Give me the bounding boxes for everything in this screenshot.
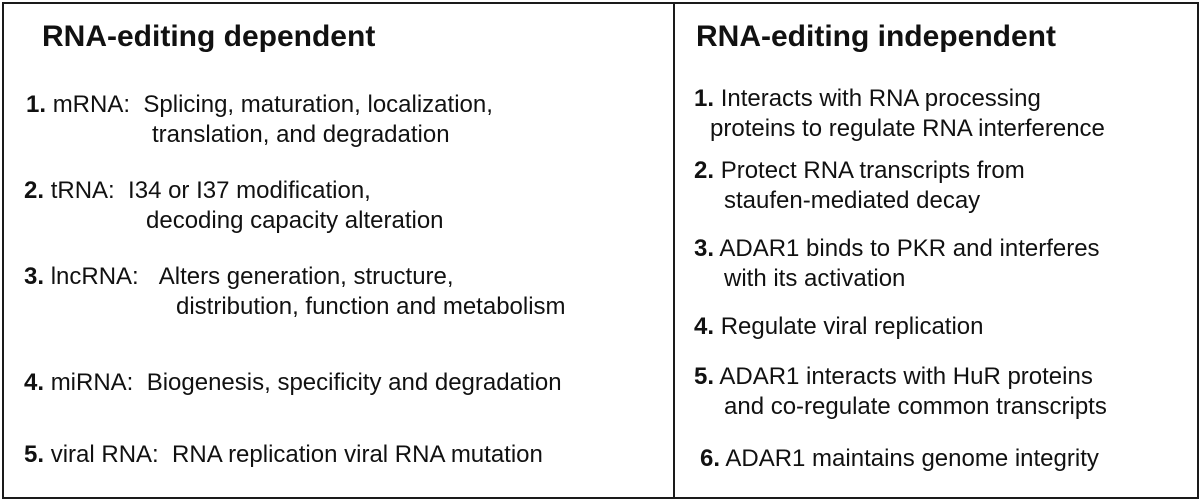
independent-item-5: 5. ADAR1 interacts with HuR proteins and… <box>694 362 1107 422</box>
independent-item-5-text-2: and co-regulate common transcripts <box>724 393 1107 420</box>
dependent-item-3-text-1: Alters generation, structure, <box>158 263 454 290</box>
independent-item-4-text-1: Regulate viral replication <box>720 313 984 340</box>
dependent-item-1-line-1: 1. mRNA: Splicing, maturation, localizat… <box>26 90 493 120</box>
independent-item-6-text-1: ADAR1 maintains genome integrity <box>725 445 1099 472</box>
dependent-item-5-label: viral RNA: <box>50 441 159 468</box>
dependent-item-2-text-2: decoding capacity alteration <box>146 207 444 234</box>
independent-item-2-number: 2. <box>694 157 715 184</box>
dependent-item-4-label: miRNA: <box>50 369 134 396</box>
dependent-item-3: 3. lncRNA: Alters generation, structure,… <box>24 262 566 322</box>
dependent-column-title: RNA-editing dependent <box>42 20 376 53</box>
independent-item-5-text-1: ADAR1 interacts with HuR proteins <box>719 363 1093 390</box>
dependent-item-3-label: lncRNA: <box>50 263 139 290</box>
dependent-item-2-text-1: I34 or I37 modification, <box>128 177 371 204</box>
dependent-item-4-line-1: 4. miRNA: Biogenesis, specificity and de… <box>24 368 562 398</box>
column-divider <box>673 2 675 497</box>
independent-item-1-text-1: Interacts with RNA processing <box>720 85 1041 112</box>
dependent-item-2-number: 2. <box>24 177 45 204</box>
dependent-item-4-number: 4. <box>24 369 45 396</box>
dependent-item-1-text-1: Splicing, maturation, localization, <box>143 91 493 118</box>
independent-item-2-line-1: 2. Protect RNA transcripts from <box>694 156 1025 186</box>
dependent-item-4-text-1: Biogenesis, specificity and degradation <box>146 369 562 396</box>
independent-item-2-text-2: staufen-mediated decay <box>724 187 981 214</box>
independent-item-5-number: 5. <box>694 363 715 390</box>
independent-item-5-line-1: 5. ADAR1 interacts with HuR proteins <box>694 362 1107 392</box>
independent-item-3-line-1: 3. ADAR1 binds to PKR and interferes <box>694 234 1100 264</box>
dependent-item-2: 2. tRNA: I34 or I37 modification, decodi… <box>24 176 444 236</box>
independent-item-6: 6. ADAR1 maintains genome integrity <box>700 444 1099 474</box>
dependent-item-1-number: 1. <box>26 91 47 118</box>
dependent-item-5-number: 5. <box>24 441 45 468</box>
dependent-item-4: 4. miRNA: Biogenesis, specificity and de… <box>24 368 562 398</box>
independent-item-1: 1. Interacts with RNA processing protein… <box>694 84 1105 144</box>
dependent-item-2-label: tRNA: <box>50 177 115 204</box>
dependent-item-3-number: 3. <box>24 263 45 290</box>
independent-item-3-text-1: ADAR1 binds to PKR and interferes <box>719 235 1100 262</box>
independent-item-6-line-1: 6. ADAR1 maintains genome integrity <box>700 444 1099 474</box>
independent-item-1-number: 1. <box>694 85 715 112</box>
independent-item-4: 4. Regulate viral replication <box>694 312 984 342</box>
dependent-item-2-line-1: 2. tRNA: I34 or I37 modification, <box>24 176 444 206</box>
dependent-item-5-text-1: RNA replication viral RNA mutation <box>172 441 543 468</box>
dependent-item-5: 5. viral RNA: RNA replication viral RNA … <box>24 440 543 470</box>
dependent-item-3-line-1: 3. lncRNA: Alters generation, structure, <box>24 262 566 292</box>
independent-item-4-line-1: 4. Regulate viral replication <box>694 312 984 342</box>
dependent-item-3-text-2: distribution, function and metabolism <box>176 293 566 320</box>
independent-item-4-number: 4. <box>694 313 715 340</box>
dependent-item-1-text-2: translation, and degradation <box>152 121 450 148</box>
independent-column-title: RNA-editing independent <box>696 20 1056 53</box>
independent-item-6-number: 6. <box>700 445 721 472</box>
independent-item-3: 3. ADAR1 binds to PKR and interferes wit… <box>694 234 1100 294</box>
dependent-item-1: 1. mRNA: Splicing, maturation, localizat… <box>26 90 493 150</box>
independent-item-2: 2. Protect RNA transcripts from staufen-… <box>694 156 1025 216</box>
independent-item-1-line-1: 1. Interacts with RNA processing <box>694 84 1105 114</box>
independent-item-3-number: 3. <box>694 235 715 262</box>
independent-item-2-text-1: Protect RNA transcripts from <box>720 157 1025 184</box>
dependent-item-1-label: mRNA: <box>52 91 131 118</box>
dependent-item-5-line-1: 5. viral RNA: RNA replication viral RNA … <box>24 440 543 470</box>
independent-item-1-text-2: proteins to regulate RNA interference <box>710 115 1105 142</box>
independent-item-3-text-2: with its activation <box>724 265 906 292</box>
